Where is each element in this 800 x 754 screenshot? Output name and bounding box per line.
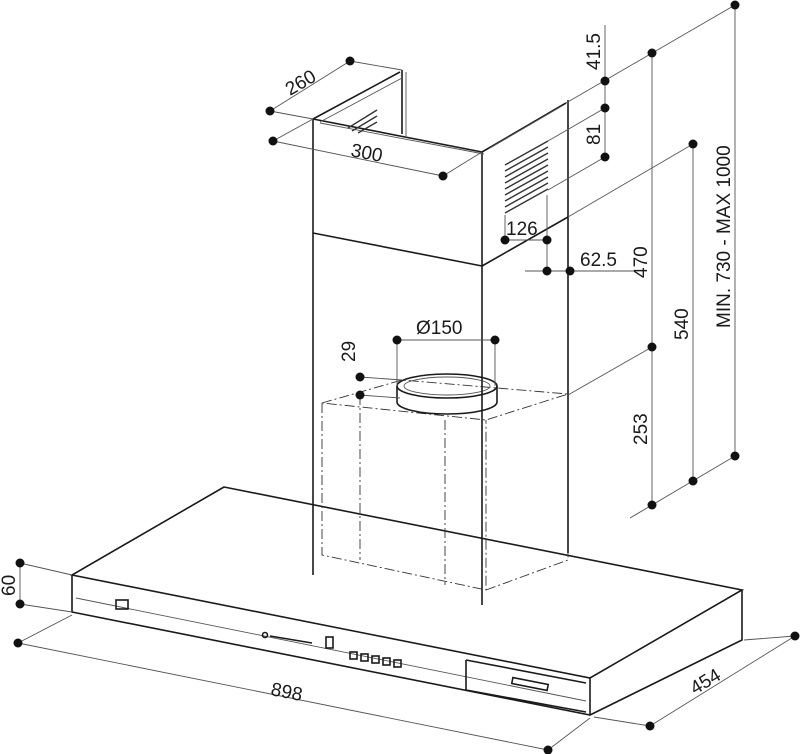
dim-898: 898 (269, 679, 304, 706)
control-slider (269, 635, 313, 644)
dimension-lines (17, 4, 796, 751)
chimney (312, 70, 569, 605)
dim-81: 81 (584, 124, 605, 145)
dim-454: 454 (687, 665, 725, 700)
vent-grille (347, 109, 549, 214)
dim-253: 253 (631, 413, 652, 445)
dimension-dots (13, 0, 800, 754)
motor-hidden (321, 373, 569, 591)
dim-29: 29 (339, 341, 360, 362)
dim-300: 300 (349, 140, 384, 167)
light-switch (115, 599, 129, 610)
dim-540: 540 (672, 308, 693, 340)
filter-handle (510, 676, 550, 692)
dim-60: 60 (0, 575, 20, 596)
dim-260: 260 (282, 66, 320, 100)
hood-canopy (69, 486, 745, 716)
dim-41-5: 41.5 (584, 33, 605, 70)
dim-total-height: MIN. 730 - MAX 1000 (714, 145, 735, 328)
dim-62-5: 62.5 (580, 250, 617, 271)
dim-duct-diameter: Ø150 (416, 318, 462, 339)
control-buttons (349, 651, 402, 668)
dim-470: 470 (631, 246, 652, 278)
dim-126: 126 (506, 219, 538, 240)
